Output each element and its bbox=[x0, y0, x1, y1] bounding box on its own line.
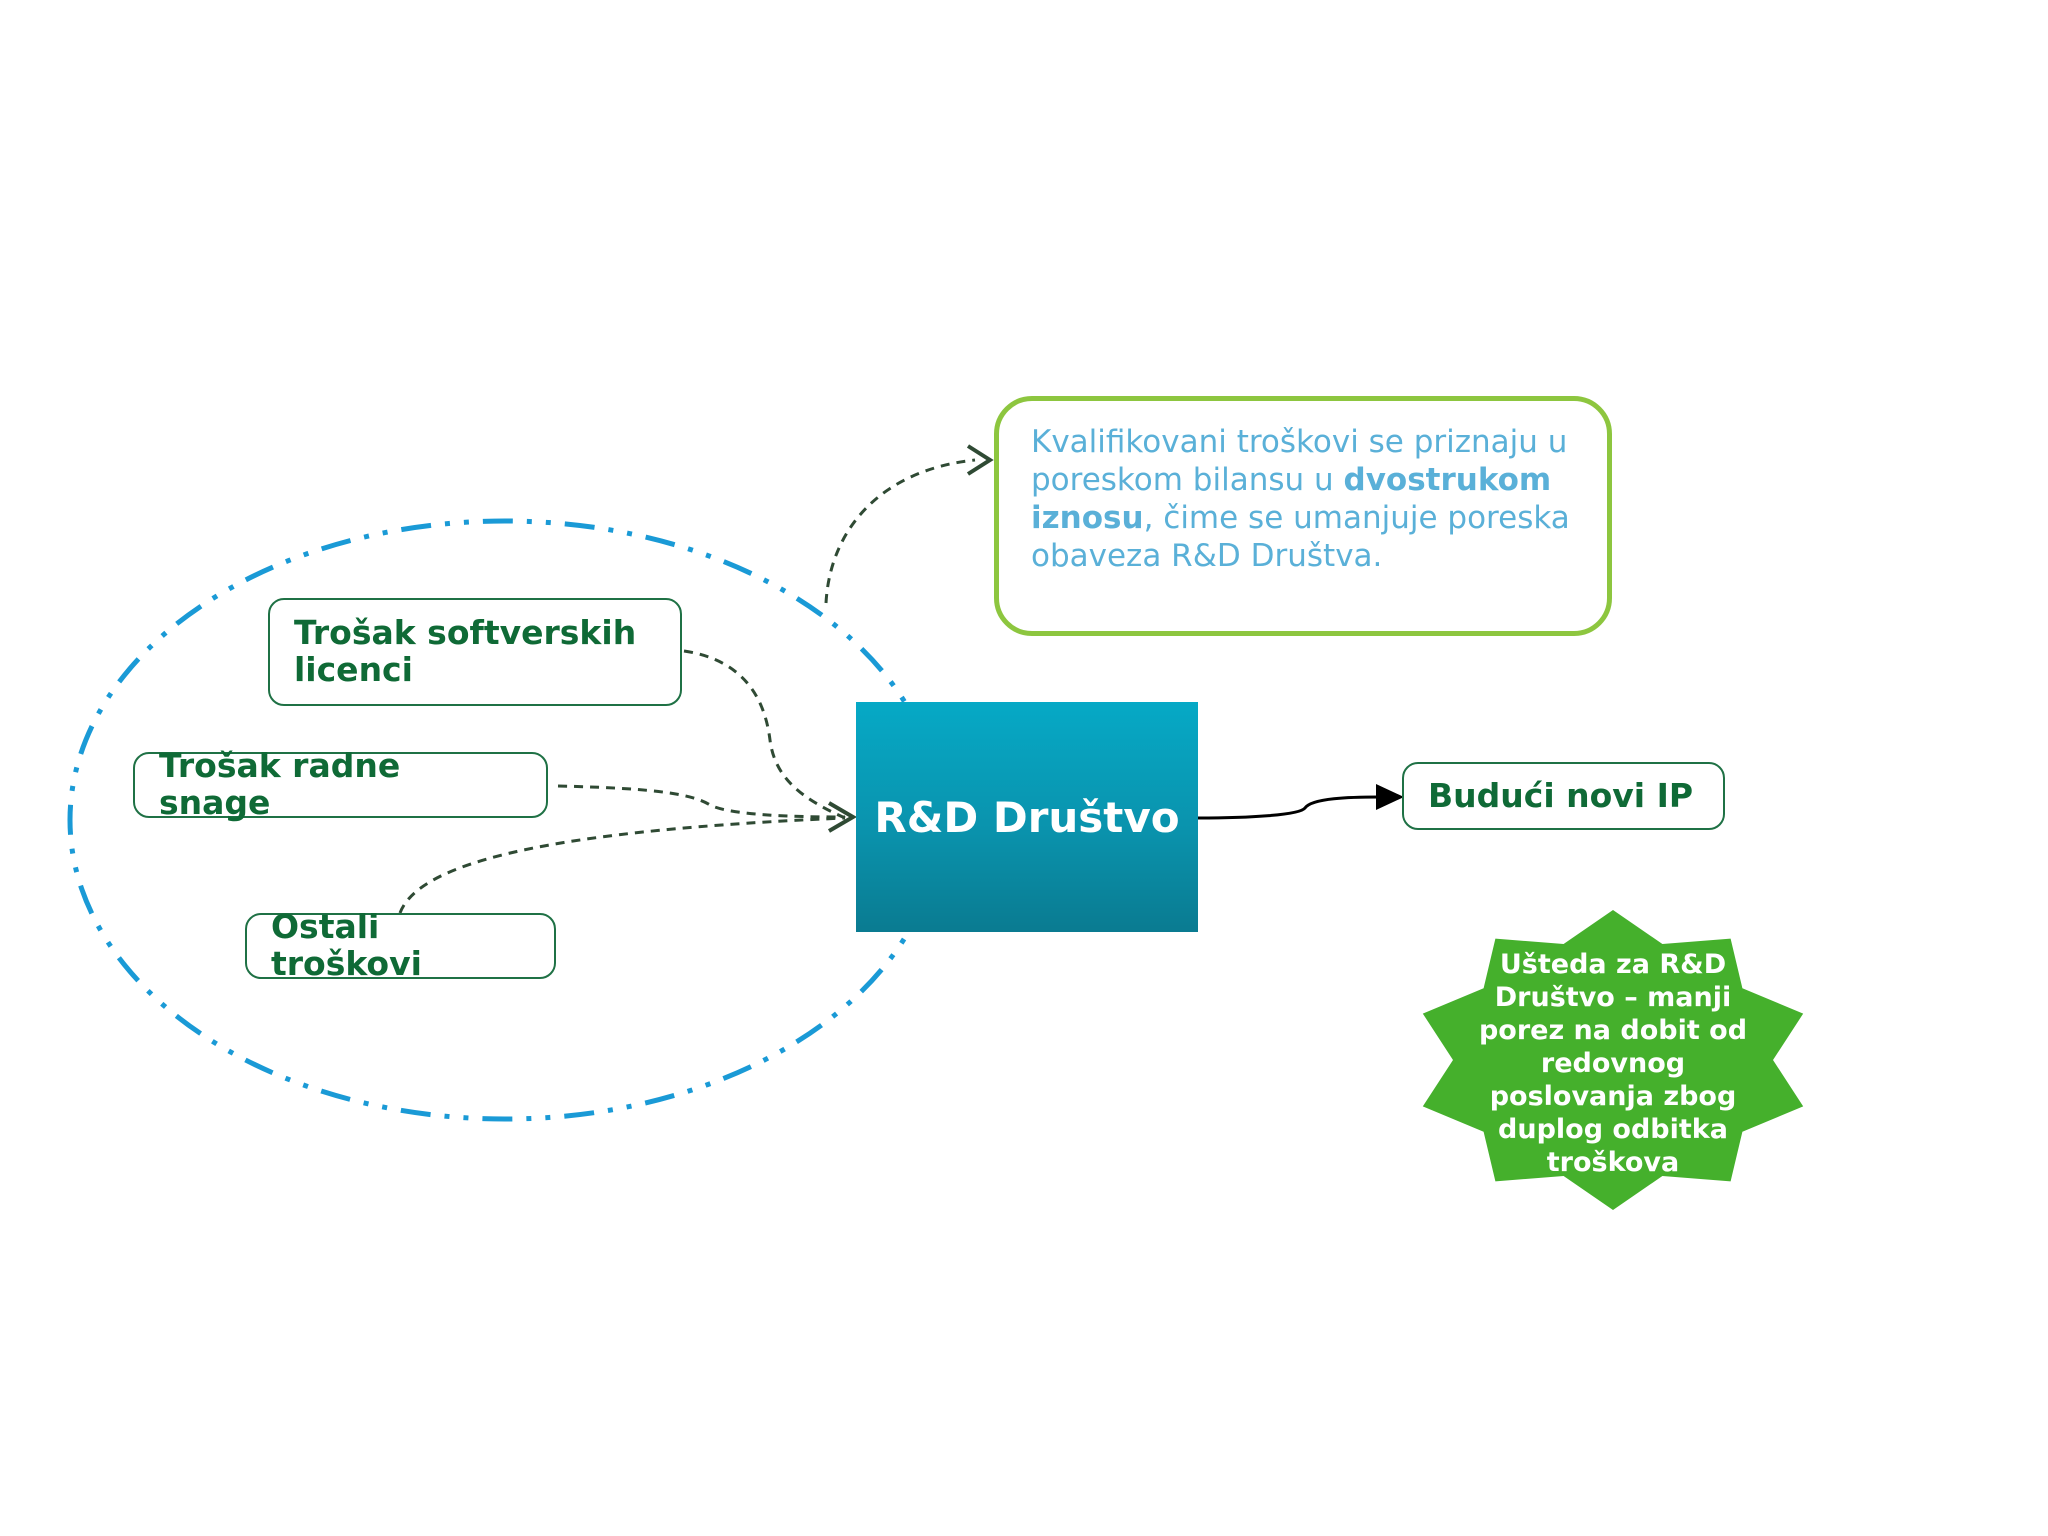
connector-licenses bbox=[683, 649, 846, 820]
cost-item-label: Trošak softverskih licenci bbox=[294, 613, 637, 689]
connector-other bbox=[398, 816, 846, 914]
cost-item-labor: Trošak radne snage bbox=[133, 747, 548, 821]
note-callout: Kvalifikovani troškovi se priznaju u por… bbox=[994, 396, 1612, 636]
savings-badge-label: Ušteda za R&D Društvo – manji porez na d… bbox=[1478, 949, 1748, 1178]
center-node-rd-company: R&D Društvo bbox=[856, 702, 1198, 932]
cost-item-label: Trošak radne snage bbox=[159, 746, 401, 822]
cost-item-label: Ostali troškovi bbox=[271, 907, 422, 983]
arrowhead-into-center bbox=[827, 801, 857, 833]
output-node-label: Budući novi IP bbox=[1428, 775, 1694, 815]
arrowhead-into-ip bbox=[1376, 784, 1404, 810]
savings-badge-shape bbox=[1422, 910, 1804, 1210]
arrowhead-into-note bbox=[966, 444, 994, 476]
connector-to-ip bbox=[1197, 795, 1381, 820]
output-node-new-ip: Budući novi IP bbox=[1402, 762, 1725, 830]
center-node-label: R&D Društvo bbox=[874, 792, 1180, 842]
note-text-after: , čime se umanjuje poreska obaveza R&D D… bbox=[1031, 500, 1570, 574]
connector-to-note bbox=[824, 458, 976, 604]
note-text-bold: dvostrukom iznosu bbox=[1031, 462, 1552, 536]
cost-item-other: Ostali troškovi bbox=[245, 908, 556, 982]
connector-labor bbox=[557, 784, 846, 819]
cost-item-software-licenses: Trošak softverskih licenci bbox=[268, 598, 682, 706]
note-text-before: Kvalifikovani troškovi se priznaju u por… bbox=[1031, 424, 1568, 498]
